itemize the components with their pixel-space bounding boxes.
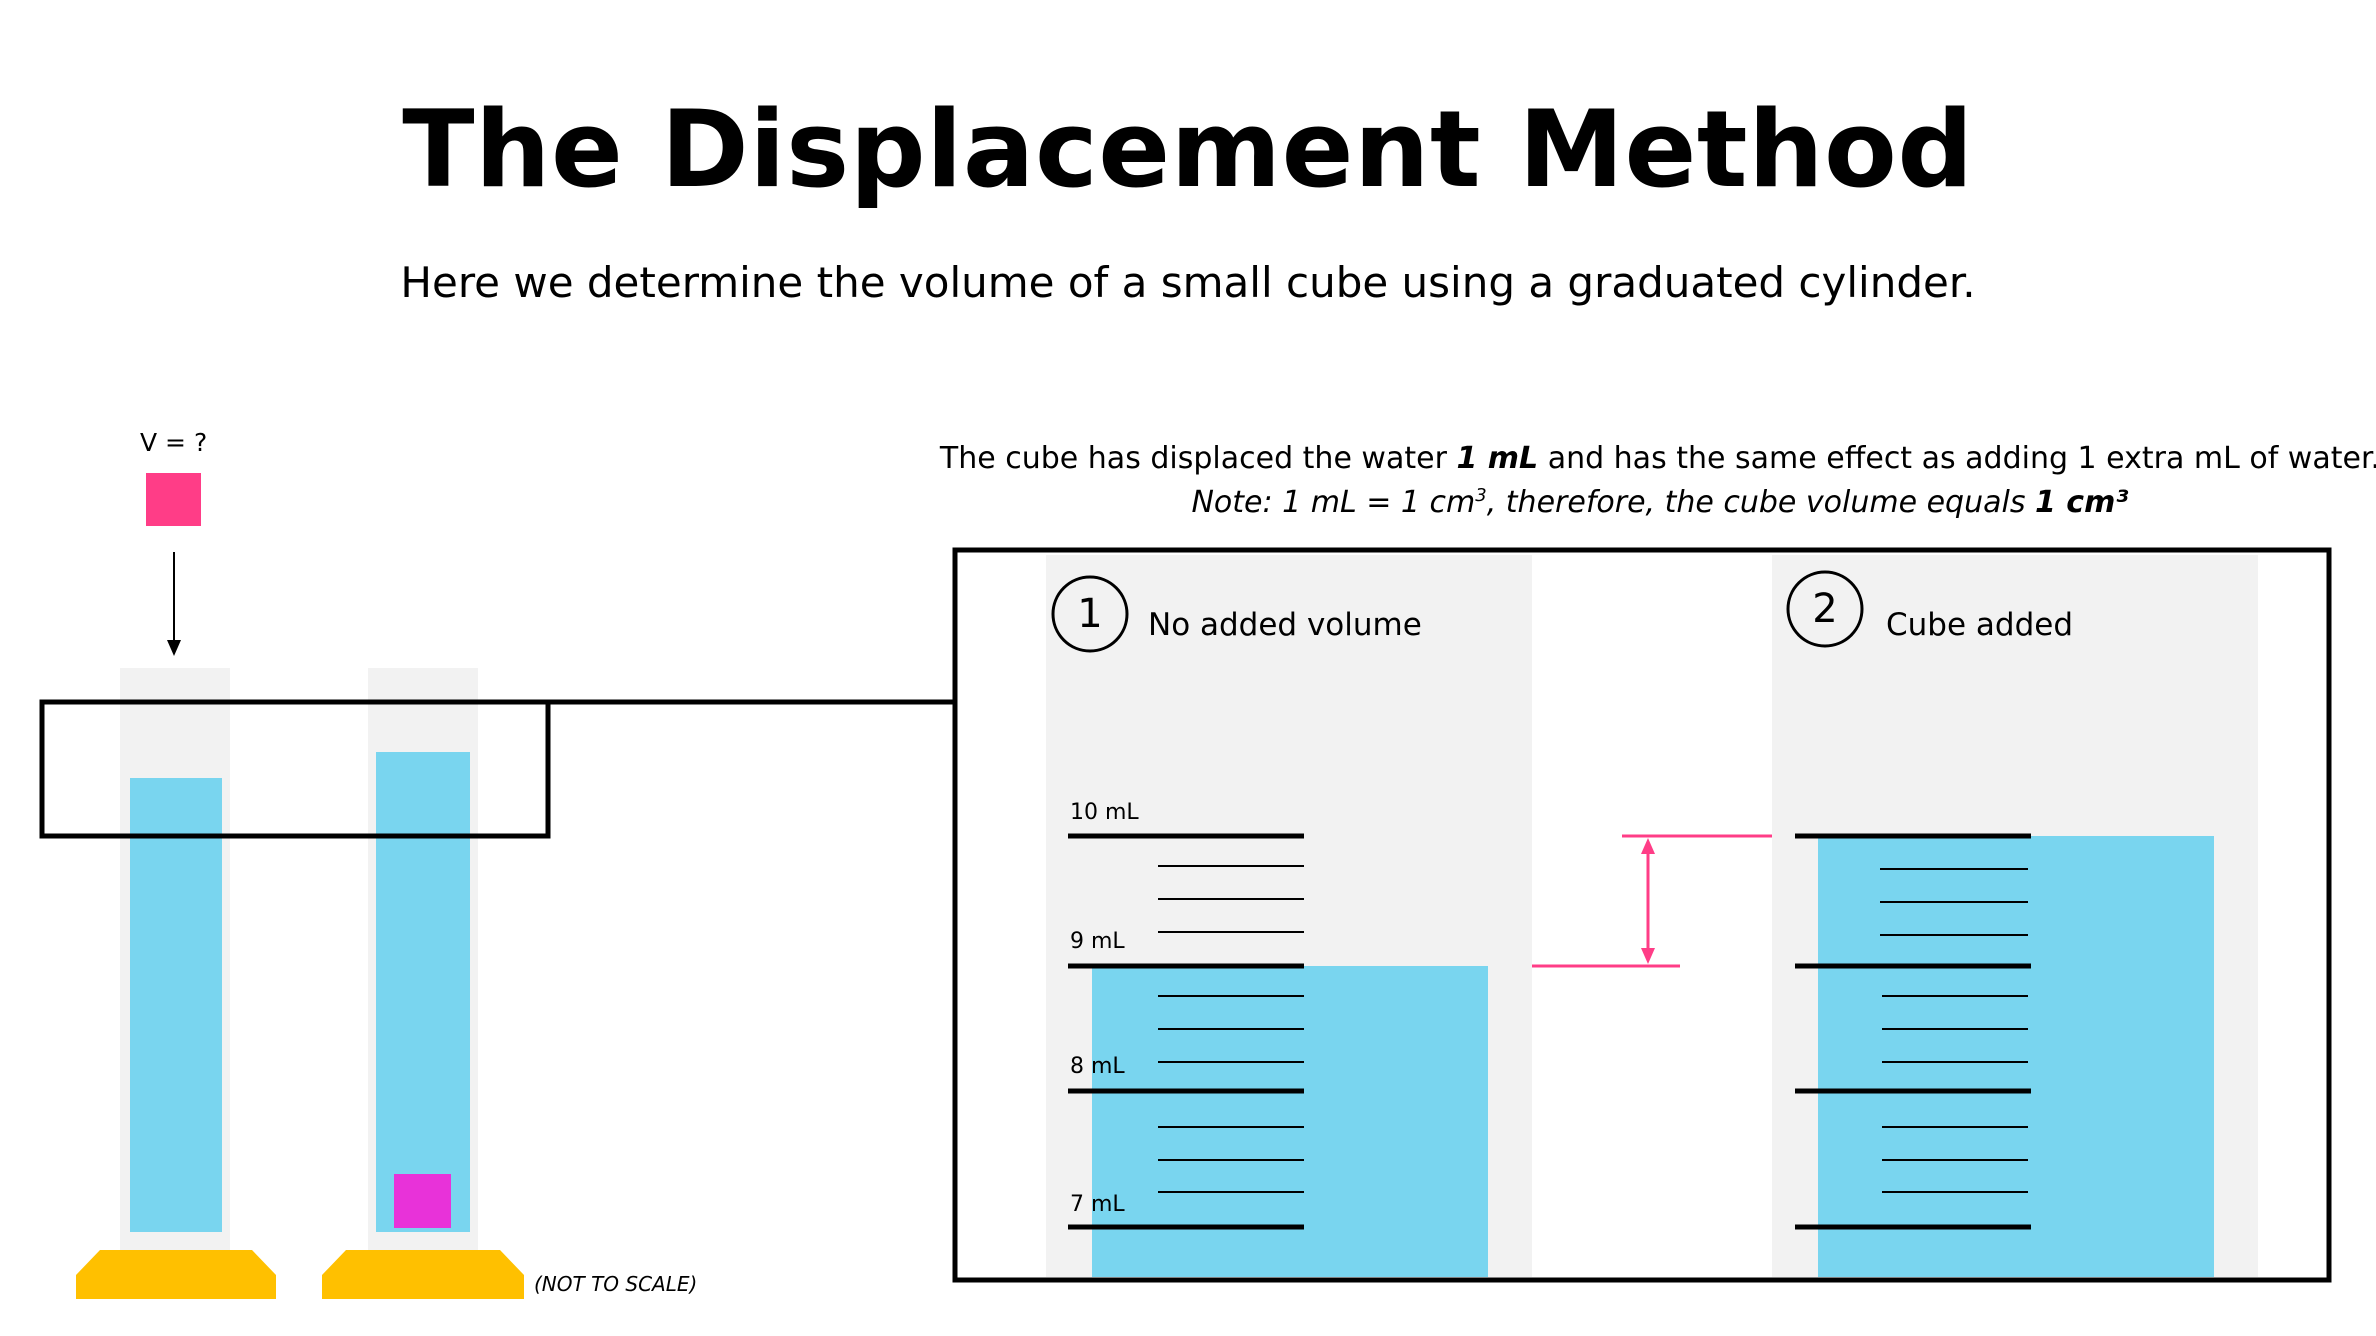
tick-label-7ml: 7 mL [1070,1192,1125,1217]
step-2-number: 2 [1812,586,1838,632]
panel-2-ticks [1795,833,2031,1230]
displacement-indicator [1532,834,1772,968]
step-1-label: No added volume [1148,607,1422,643]
step-2-label: Cube added [1886,607,2073,643]
step-2-circle [1786,570,1864,648]
cylinder-2-base [322,1250,524,1299]
tick-label-8ml: 8 mL [1070,1054,1125,1079]
tick-label-10ml: 10 mL [1070,800,1139,825]
tick-label-9ml: 9 mL [1070,929,1125,954]
not-to-scale-note: (NOT TO SCALE) [534,1272,698,1296]
panel-1-ticks [1068,833,1304,1230]
cylinder-2-water [376,752,470,1232]
cube-volume-label: V = ? [140,428,208,457]
page-subtitle: Here we determine the volume of a small … [400,258,1976,307]
page-title: The Displacement Method [402,88,1974,211]
step-1-number: 1 [1077,591,1103,637]
note-line-1: The cube has displaced the water 1 mL an… [939,441,2376,476]
zoom-selection-box [39,699,551,839]
panel-1-water [1092,966,1488,1277]
cylinder-overview [39,473,955,1299]
explanation-note: The cube has displaced the water 1 mL an… [900,440,2376,521]
submerged-cube [394,1174,451,1228]
step-1-circle [1051,575,1129,653]
panel-2-water [1818,836,2214,1277]
zoom-panel [952,547,2332,1283]
cylinder-1-base [76,1250,276,1299]
falling-cube [146,473,201,526]
cylinder-1-water [130,778,222,1232]
note-line-2: Note: 1 mL = 1 cm3, therefore, the cube … [1191,485,2129,520]
drop-arrow-head [167,640,181,656]
